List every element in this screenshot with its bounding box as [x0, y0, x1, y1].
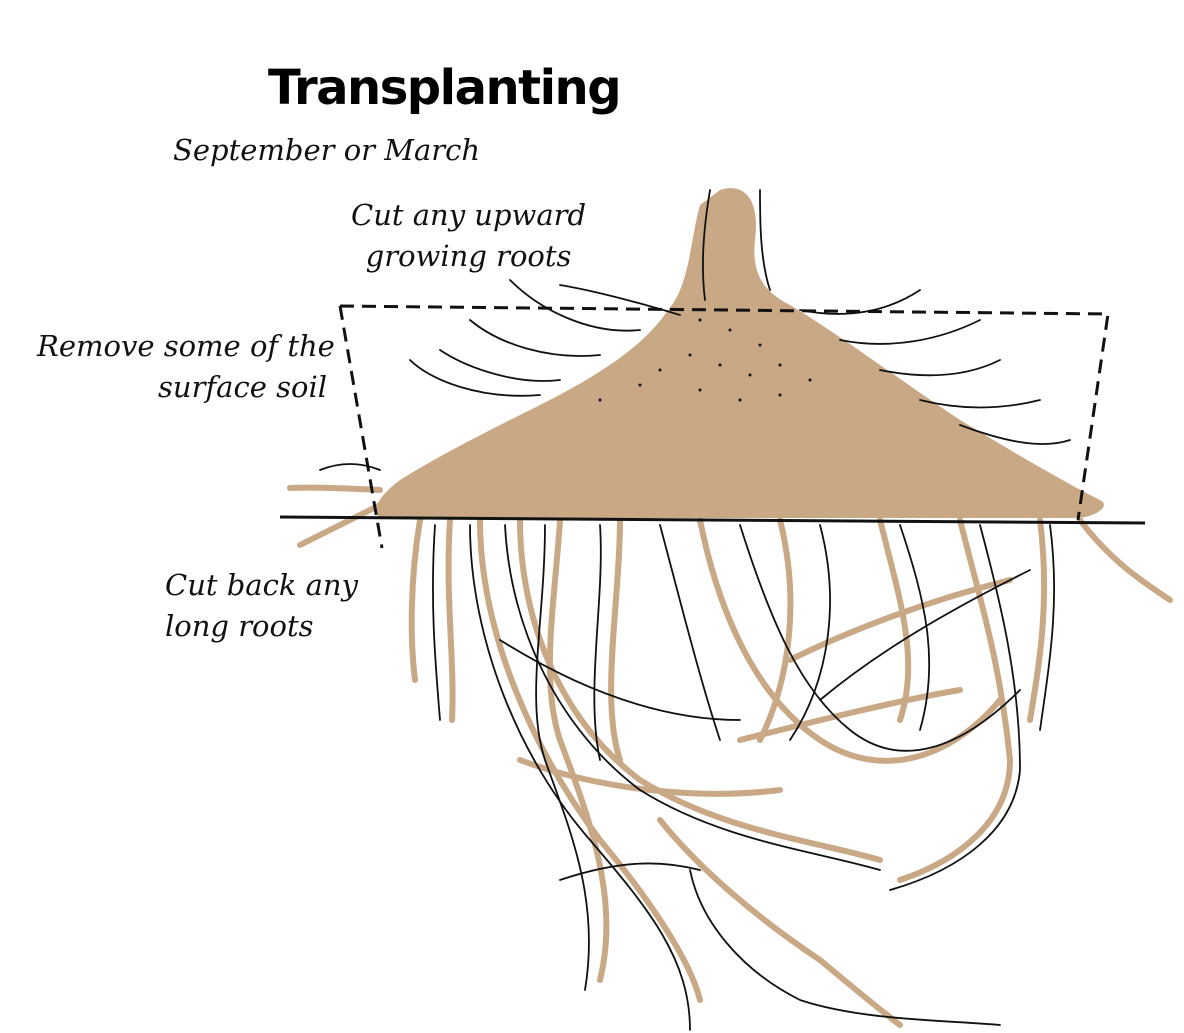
root-ball-shape [376, 188, 1104, 518]
soil-line [279, 515, 1146, 525]
label-long-roots-line-2: long roots [165, 609, 314, 643]
season-subtitle: September or March [173, 133, 481, 167]
label-upward-roots: Cut any upward growing roots [351, 195, 586, 277]
label-surface-soil-line-1: Remove some of the [37, 329, 335, 363]
tan-roots [287, 484, 1173, 1028]
label-long-roots: Cut back any long roots [165, 565, 358, 647]
label-surface-soil-line-2: surface soil [158, 370, 327, 404]
label-upward-roots-line-2: growing roots [365, 239, 572, 273]
surface-soil-dashed-outline [338, 304, 1110, 549]
label-surface-soil: Remove some of the surface soil [37, 326, 335, 408]
soil-dots [598, 318, 812, 402]
label-long-roots-line-1: Cut back any [165, 568, 358, 602]
label-upward-roots-line-1: Cut any upward [351, 198, 587, 232]
ink-roots [319, 189, 1071, 1031]
diagram-title: Transplanting [268, 60, 622, 116]
